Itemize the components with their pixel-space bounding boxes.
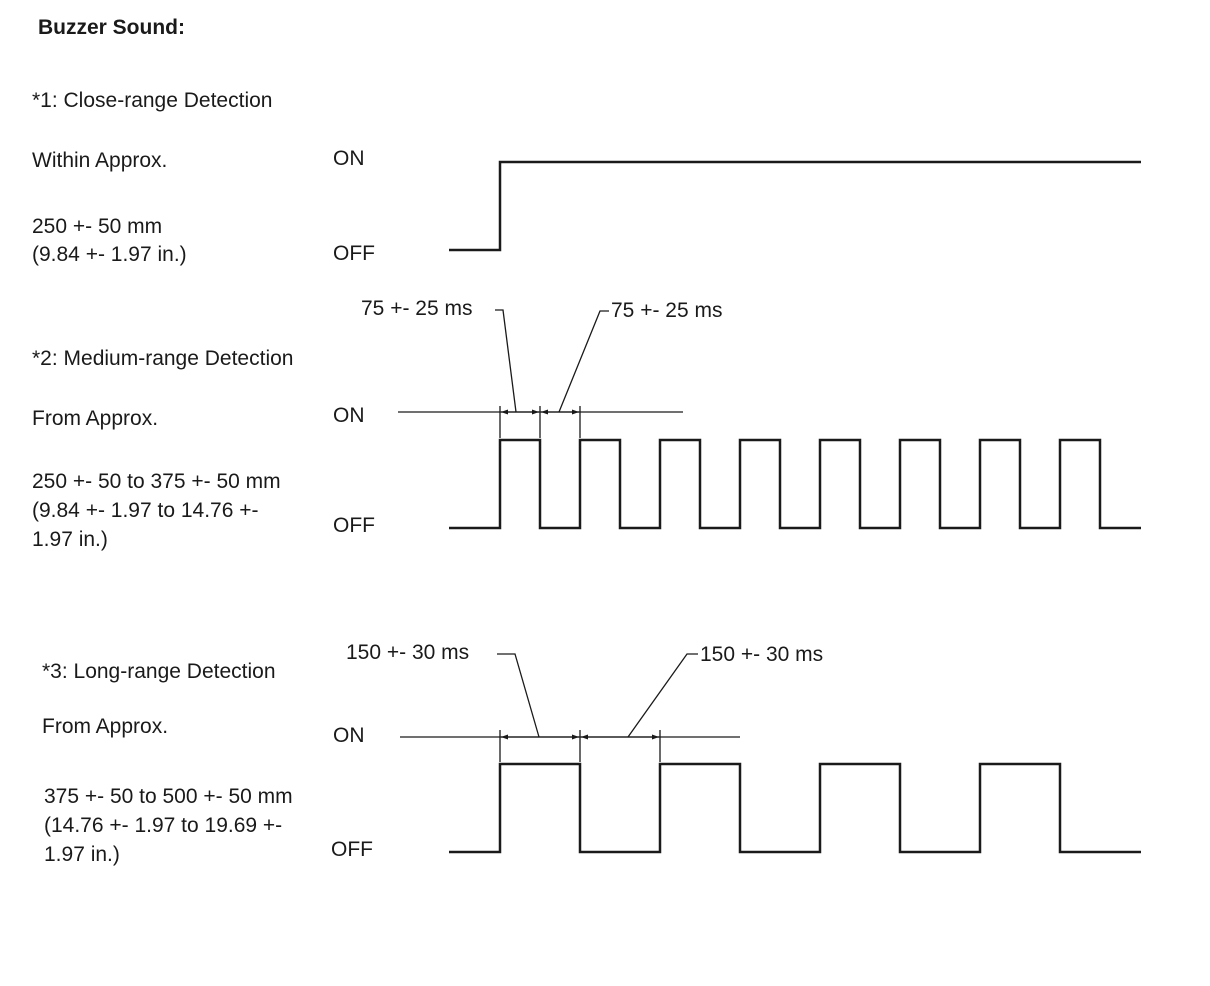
section-2-on-time-label: 75 +- 25 ms [361,297,473,320]
section-2-off-time-label: 75 +- 25 ms [611,299,723,322]
section-2-heading: *2: Medium-range Detection [32,347,294,370]
section-1-range-line-1: 250 +- 50 mm [32,215,163,238]
section-1-range-prefix: Within Approx. [32,149,168,172]
section-3-range-line-2: (14.76 +- 1.97 to 19.69 +- [44,814,283,837]
section-2-off-time-dimension [541,310,609,415]
section-1-signal-waveform [449,160,1141,252]
section-3-heading: *3: Long-range Detection [42,660,276,683]
section-3-timing-reference [400,730,740,762]
section-2-signal-waveform [449,438,1141,530]
section-2-range-prefix: From Approx. [32,407,159,430]
section-2-range-line-2: (9.84 +- 1.97 to 14.76 +- [32,499,259,522]
page-title: Buzzer Sound: [38,16,185,39]
section-2-on-label: ON [333,404,365,427]
section-2-range-line-1: 250 +- 50 to 375 +- 50 mm [32,470,281,493]
section-2-on-time-dimension [495,309,539,415]
section-3-on-time-dimension [497,653,579,740]
section-2-off-label: OFF [333,514,375,537]
section-3-off-label: OFF [331,838,373,861]
section-2-timing-reference [398,406,683,438]
section-3-off-time-dimension [581,653,698,740]
section-1-range-line-2: (9.84 +- 1.97 in.) [32,243,187,266]
section-1-off-label: OFF [333,242,375,265]
section-3-signal-waveform [449,762,1141,854]
section-3-off-time-label: 150 +- 30 ms [700,643,824,666]
section-1-heading: *1: Close-range Detection [32,89,273,112]
section-3-range-line-3: 1.97 in.) [44,843,120,866]
section-3-on-label: ON [333,724,365,747]
section-1-on-label: ON [333,147,365,170]
section-3-on-time-label: 150 +- 30 ms [346,641,470,664]
section-3-range-line-1: 375 +- 50 to 500 +- 50 mm [44,785,293,808]
section-2-range-line-3: 1.97 in.) [32,528,108,551]
section-3-range-prefix: From Approx. [42,715,169,738]
